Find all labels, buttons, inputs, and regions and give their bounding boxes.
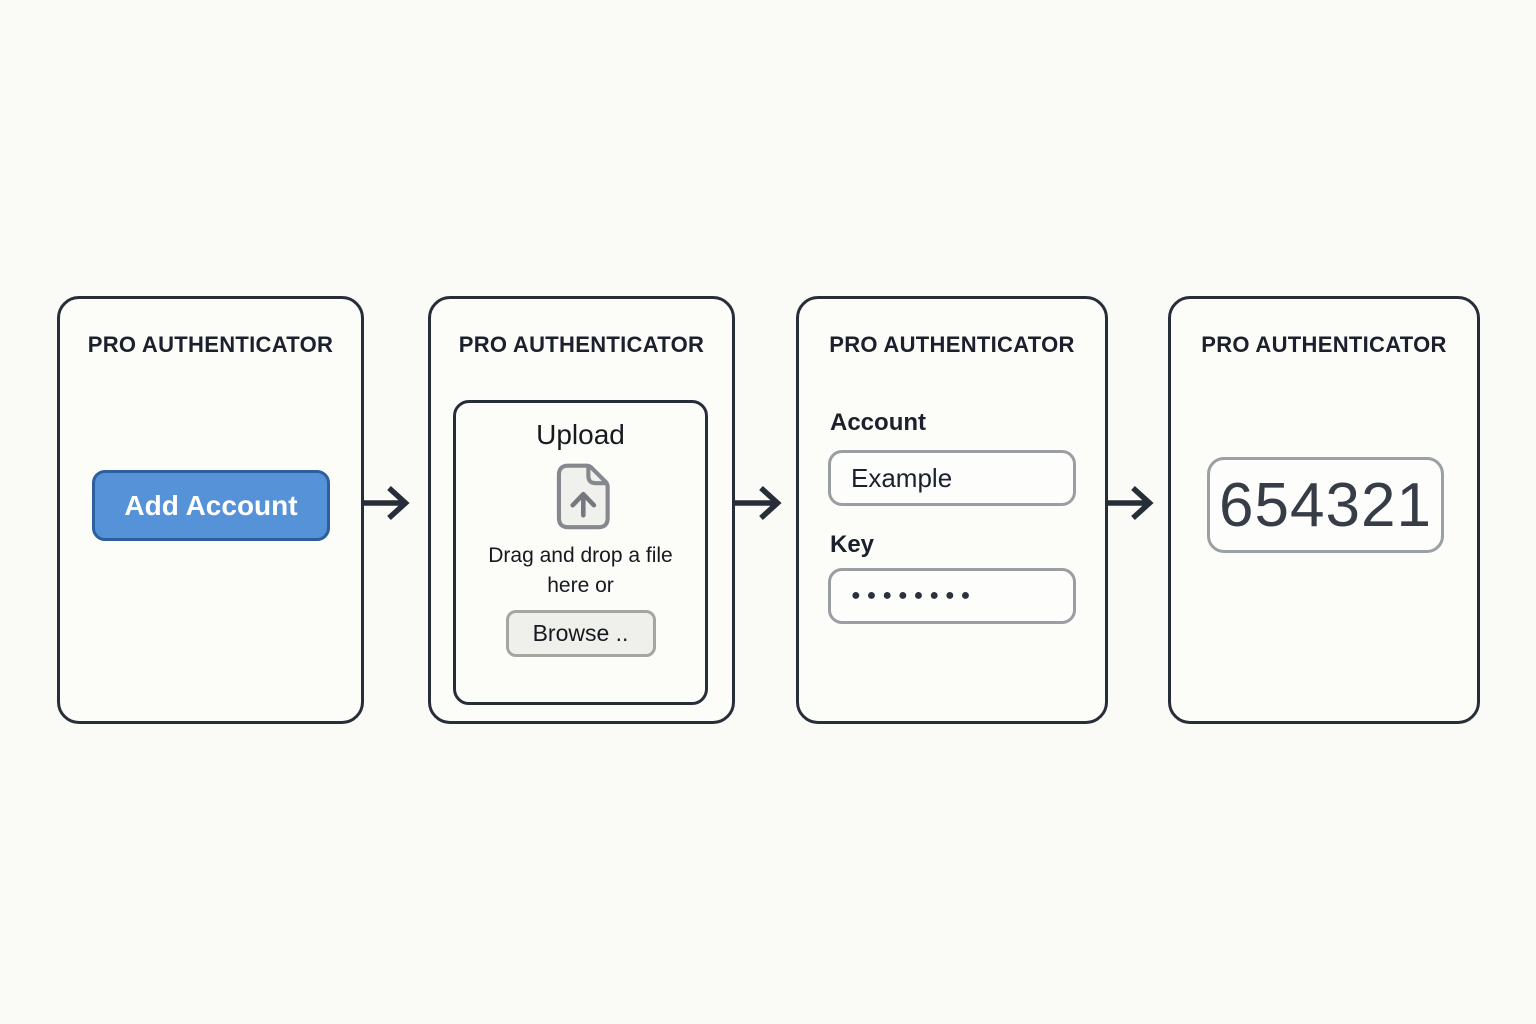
upload-title: Upload — [536, 419, 625, 450]
otp-code-value: 654321 — [1219, 470, 1432, 540]
panel-title: PRO AUTHENTICATOR — [829, 332, 1075, 357]
panel-step-code: PRO AUTHENTICATOR 654321 — [1168, 296, 1480, 724]
add-account-button[interactable]: Add Account — [92, 470, 330, 541]
dropzone-line-2: here or — [547, 574, 614, 597]
panel-step-upload: PRO AUTHENTICATOR Upload Drag and drop a… — [428, 296, 735, 724]
account-input[interactable] — [828, 450, 1076, 506]
right-arrow-icon — [362, 485, 410, 521]
panel-step-add-account: PRO AUTHENTICATOR Add Account — [57, 296, 364, 724]
account-label: Account — [830, 409, 926, 436]
dropzone-instructions: Drag and drop a file here or — [456, 541, 705, 601]
upload-dropzone[interactable]: Upload Drag and drop a file here or Brow… — [453, 400, 708, 705]
dropzone-line-1: Drag and drop a file — [488, 544, 673, 567]
file-upload-icon — [556, 463, 610, 530]
panel-step-account-form: PRO AUTHENTICATOR Account Key — [796, 296, 1108, 724]
right-arrow-icon — [734, 485, 782, 521]
panel-title: PRO AUTHENTICATOR — [87, 332, 334, 357]
panel-title: PRO AUTHENTICATOR — [458, 332, 705, 357]
key-label: Key — [830, 531, 875, 558]
right-arrow-icon — [1106, 485, 1154, 521]
otp-code-box: 654321 — [1207, 457, 1444, 553]
panel-title: PRO AUTHENTICATOR — [1201, 332, 1447, 357]
browse-button[interactable]: Browse .. — [505, 610, 656, 657]
key-input[interactable] — [828, 568, 1076, 624]
